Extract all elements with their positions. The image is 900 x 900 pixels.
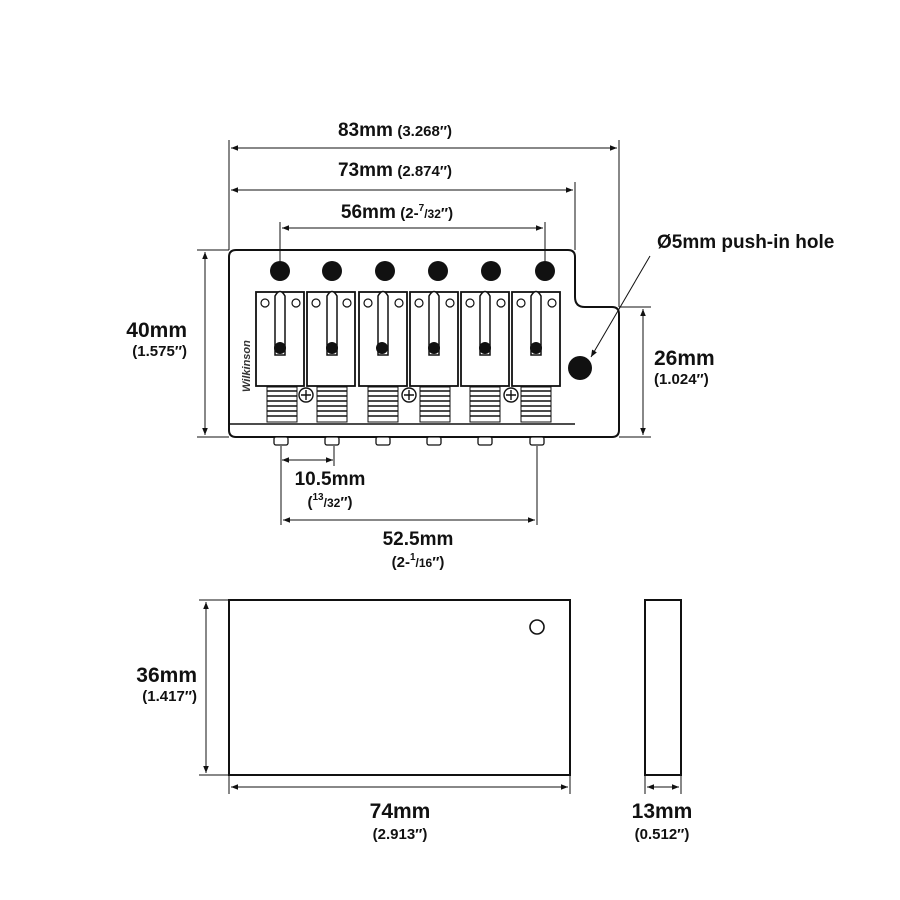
saddle-span-inch: (2-1/16″) bbox=[391, 552, 445, 571]
saddle-springs bbox=[266, 386, 552, 423]
string-spread-mm: 56mm bbox=[340, 202, 396, 223]
side-height-inch: (1.024″) bbox=[654, 371, 709, 388]
saddle bbox=[409, 290, 459, 387]
block-height-label: 36mm (1.417″) bbox=[136, 665, 197, 704]
width-base-mm: 73mm bbox=[337, 160, 393, 181]
height-mm: 40mm bbox=[126, 319, 187, 342]
block-width-label: 74mm (2.913″) bbox=[370, 801, 431, 842]
side-height-mm: 26mm bbox=[654, 347, 715, 370]
block-depth-label: 13mm (0.512″) bbox=[632, 801, 693, 842]
spring bbox=[367, 386, 399, 423]
saddle bbox=[460, 290, 510, 387]
block-dimension-lines bbox=[199, 599, 682, 794]
width-total-mm: 83mm bbox=[337, 120, 393, 141]
saddle-span-mm: 52.5mm bbox=[382, 529, 454, 550]
push-in-hole bbox=[568, 356, 592, 380]
mounting-screws bbox=[298, 387, 519, 403]
spring bbox=[520, 386, 552, 423]
string-spacing-mm: 10.5mm bbox=[294, 469, 366, 490]
width-total-inch: (3.268″) bbox=[397, 123, 453, 140]
spring bbox=[419, 386, 451, 423]
tremolo-block-front bbox=[228, 599, 571, 776]
intonation-screws bbox=[273, 436, 545, 446]
height-label: 40mm (1.575″) bbox=[126, 320, 187, 359]
spring bbox=[316, 386, 348, 423]
string-hole bbox=[375, 261, 395, 281]
spring bbox=[469, 386, 501, 423]
width-total-label: 83mm (3.268″) bbox=[338, 121, 452, 140]
string-spread-label: 56mm (2-7/32″) bbox=[341, 203, 453, 222]
string-hole bbox=[270, 261, 290, 281]
block-height-inch: (1.417″) bbox=[142, 688, 197, 705]
tremolo-block-side bbox=[644, 599, 682, 776]
saddles bbox=[255, 290, 561, 387]
string-spread-inch: (2-7/32″) bbox=[400, 203, 454, 222]
saddle bbox=[358, 290, 408, 387]
push-in-hole-label: Ø5mm push-in hole bbox=[657, 232, 835, 253]
screw bbox=[401, 387, 417, 403]
block-width-inch: (2.913″) bbox=[372, 826, 428, 843]
string-spacing-inch: (13/32″) bbox=[307, 492, 353, 511]
spring bbox=[266, 386, 298, 423]
string-hole bbox=[535, 261, 555, 281]
width-base-label: 73mm (2.874″) bbox=[338, 161, 452, 180]
block-hole bbox=[529, 619, 545, 635]
string-holes bbox=[270, 261, 555, 281]
string-hole bbox=[428, 261, 448, 281]
saddle bbox=[255, 290, 305, 387]
string-spacing-label: 10.5mm (13/32″) bbox=[295, 470, 366, 510]
saddle-span-label: 52.5mm (2-1/16″) bbox=[383, 530, 454, 570]
string-hole bbox=[481, 261, 501, 281]
saddle bbox=[511, 290, 561, 387]
width-base-inch: (2.874″) bbox=[397, 163, 453, 180]
height-inch: (1.575″) bbox=[132, 343, 187, 360]
screw bbox=[503, 387, 519, 403]
string-hole bbox=[322, 261, 342, 281]
block-width-mm: 74mm bbox=[369, 800, 431, 823]
block-depth-inch: (0.512″) bbox=[634, 826, 690, 843]
block-height-mm: 36mm bbox=[136, 664, 197, 687]
saddle bbox=[306, 290, 356, 387]
block-depth-mm: 13mm bbox=[631, 800, 693, 823]
screw bbox=[298, 387, 314, 403]
side-height-label: 26mm (1.024″) bbox=[654, 348, 715, 387]
dimension-lines bbox=[197, 140, 651, 525]
wilkinson-logo: Wilkinson bbox=[241, 340, 253, 392]
